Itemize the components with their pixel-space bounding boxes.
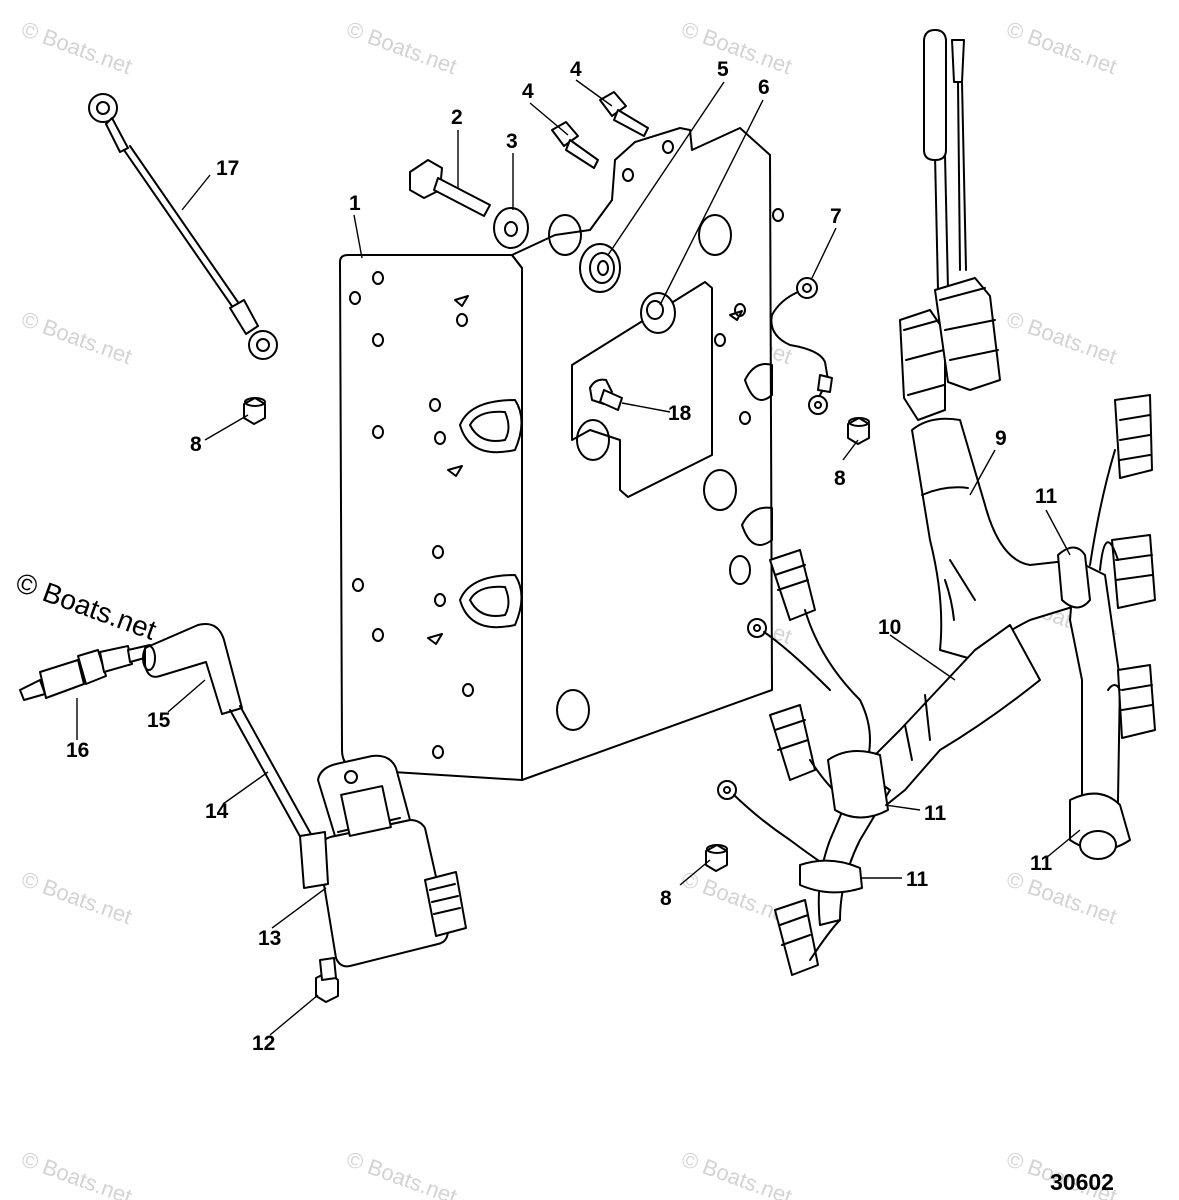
callout-label: 3 xyxy=(506,130,518,153)
callout-label: 8 xyxy=(834,467,846,490)
nut xyxy=(243,397,266,425)
callout-label: 8 xyxy=(190,433,202,456)
callout-label: 11 xyxy=(906,868,929,891)
ground-strap xyxy=(88,93,278,360)
spacer xyxy=(640,292,676,334)
callout-label: 6 xyxy=(758,76,770,99)
watermark-prominent: © Boats.net xyxy=(12,567,161,646)
watermark: © Boats.net xyxy=(18,306,135,369)
callout-labels: 1 2 3 4 4 5 6 7 8 8 8 9 10 11 11 11 11 1… xyxy=(66,58,1058,1055)
callout-label: 5 xyxy=(717,58,729,81)
leader-lines xyxy=(76,79,1081,1036)
grommet xyxy=(579,243,621,293)
callout-label: 1 xyxy=(349,192,361,215)
callout-label: 11 xyxy=(1030,852,1053,875)
stud xyxy=(589,378,623,411)
callout-label: 8 xyxy=(660,887,672,910)
callout-label: 16 xyxy=(66,739,89,762)
callout-label: 10 xyxy=(878,616,901,639)
callout-label: 4 xyxy=(570,58,582,81)
nut xyxy=(847,417,870,445)
callout-label: 17 xyxy=(216,157,239,180)
watermark: © Boats.net xyxy=(18,16,135,79)
engine-harness xyxy=(899,29,1096,661)
callout-label: 11 xyxy=(924,802,947,825)
washer xyxy=(493,207,529,249)
ground-lead xyxy=(770,277,833,415)
callout-label: 18 xyxy=(668,402,692,425)
ignition-coil xyxy=(299,754,467,968)
watermark: © Boats.net xyxy=(678,16,795,79)
watermark: © Boats.net xyxy=(343,16,460,79)
figure-number: 30602 xyxy=(1050,1169,1114,1195)
spark-plug xyxy=(19,644,153,701)
screw xyxy=(599,91,649,137)
screw xyxy=(551,121,599,169)
watermark: © Boats.net xyxy=(18,1146,135,1200)
callout-label: 13 xyxy=(258,927,281,950)
watermark: © Boats.net xyxy=(343,1146,460,1200)
callout-label: 12 xyxy=(252,1032,275,1055)
mounting-plate xyxy=(339,127,784,781)
bolt xyxy=(409,159,491,217)
watermark: © Boats.net xyxy=(1003,306,1120,369)
watermark: © Boats.net xyxy=(18,866,135,929)
watermark: © Boats.net xyxy=(678,1146,795,1200)
callout-label: 14 xyxy=(205,800,229,823)
callout-label: 15 xyxy=(147,709,171,732)
bolt xyxy=(315,957,339,1003)
nut xyxy=(705,844,728,872)
callout-label: 4 xyxy=(522,80,534,103)
spark-plug-boot xyxy=(142,623,243,715)
callout-label: 11 xyxy=(1035,485,1058,508)
watermark: © Boats.net xyxy=(1003,866,1120,929)
callout-label: 2 xyxy=(451,106,463,129)
ignition-lead xyxy=(229,705,313,841)
watermark: © Boats.net xyxy=(1003,16,1120,79)
callout-label: 9 xyxy=(995,427,1007,450)
callout-label: 7 xyxy=(830,205,842,228)
ignition-harness xyxy=(717,394,1156,976)
